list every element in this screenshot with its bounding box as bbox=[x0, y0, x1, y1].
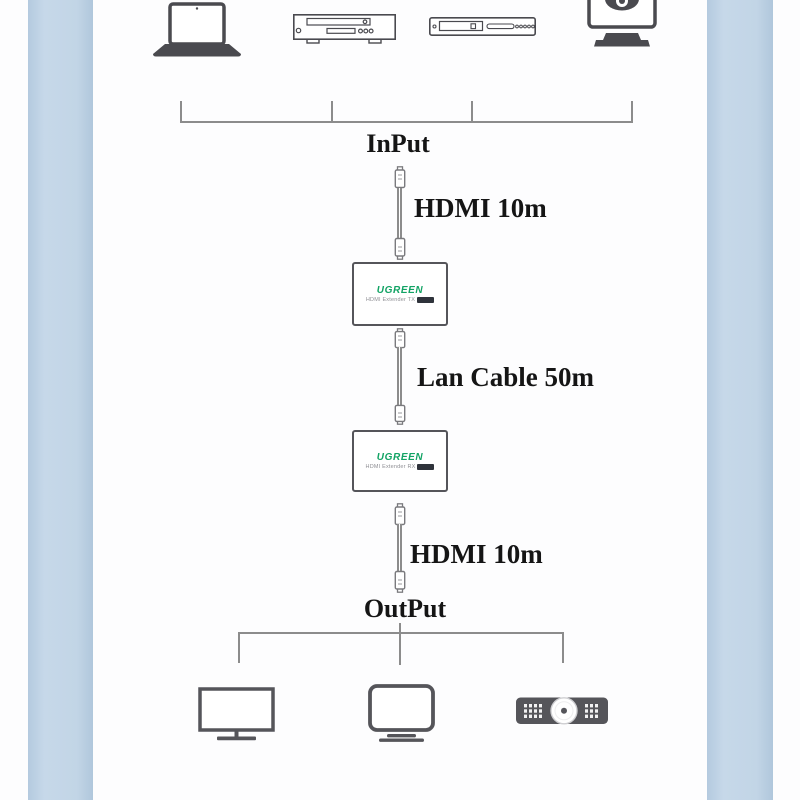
extender-tx-box: UGREEN HDMI Extender TX bbox=[352, 262, 448, 326]
input-bracket-line bbox=[180, 121, 633, 123]
lan-connector-icon bbox=[393, 404, 407, 425]
hdmi-connector-icon bbox=[393, 166, 407, 189]
output-bracket-tick bbox=[238, 632, 240, 663]
dvd-receiver-icon bbox=[293, 14, 396, 45]
hdmi-cable-top-label: HDMI 10m bbox=[414, 193, 547, 223]
hdmi-connector-icon bbox=[393, 237, 407, 260]
hdmi-cable-line bbox=[397, 524, 402, 573]
model-row: HDMI Extender RX bbox=[366, 464, 435, 470]
model-badge bbox=[417, 464, 435, 470]
input-bracket-tick bbox=[471, 101, 473, 122]
lan-cable-line bbox=[397, 347, 402, 406]
lan-connector-icon bbox=[393, 328, 407, 349]
hdmi-cable-bottom-label: HDMI 10m bbox=[410, 539, 543, 569]
input-bracket-tick bbox=[180, 101, 182, 122]
ugreen-logo: UGREEN bbox=[376, 285, 424, 296]
laptop-icon bbox=[152, 2, 242, 58]
model-row: HDMI Extender TX bbox=[365, 297, 435, 303]
lan-cable-label: Lan Cable 50m bbox=[417, 362, 595, 392]
monitor-icon bbox=[198, 687, 275, 742]
output-label: OutPut bbox=[363, 594, 447, 623]
output-bracket-tick bbox=[562, 632, 564, 663]
output-bracket-tick bbox=[399, 632, 401, 665]
hdmi-connector-icon bbox=[393, 503, 407, 526]
right-accent-band bbox=[707, 0, 773, 800]
input-label: InPut bbox=[366, 129, 430, 158]
hdmi-cable-line bbox=[397, 188, 402, 240]
left-accent-band bbox=[28, 0, 93, 800]
model-badge bbox=[417, 297, 435, 303]
hdmi-connector-icon bbox=[393, 570, 407, 593]
tv-icon bbox=[368, 684, 435, 742]
surveillance-monitor-icon bbox=[586, 0, 658, 49]
extender-tx-model: HDMI Extender TX bbox=[365, 297, 416, 303]
input-bracket-tick bbox=[331, 101, 333, 122]
input-bracket-tick bbox=[631, 101, 633, 122]
output-bracket-stem bbox=[399, 623, 401, 634]
extender-rx-model: HDMI Extender RX bbox=[365, 464, 416, 470]
projector-icon bbox=[516, 696, 608, 726]
ugreen-logo: UGREEN bbox=[376, 452, 424, 463]
output-bracket-line bbox=[238, 632, 564, 634]
media-player-icon bbox=[429, 17, 536, 36]
extender-rx-box: UGREEN HDMI Extender RX bbox=[352, 430, 448, 492]
